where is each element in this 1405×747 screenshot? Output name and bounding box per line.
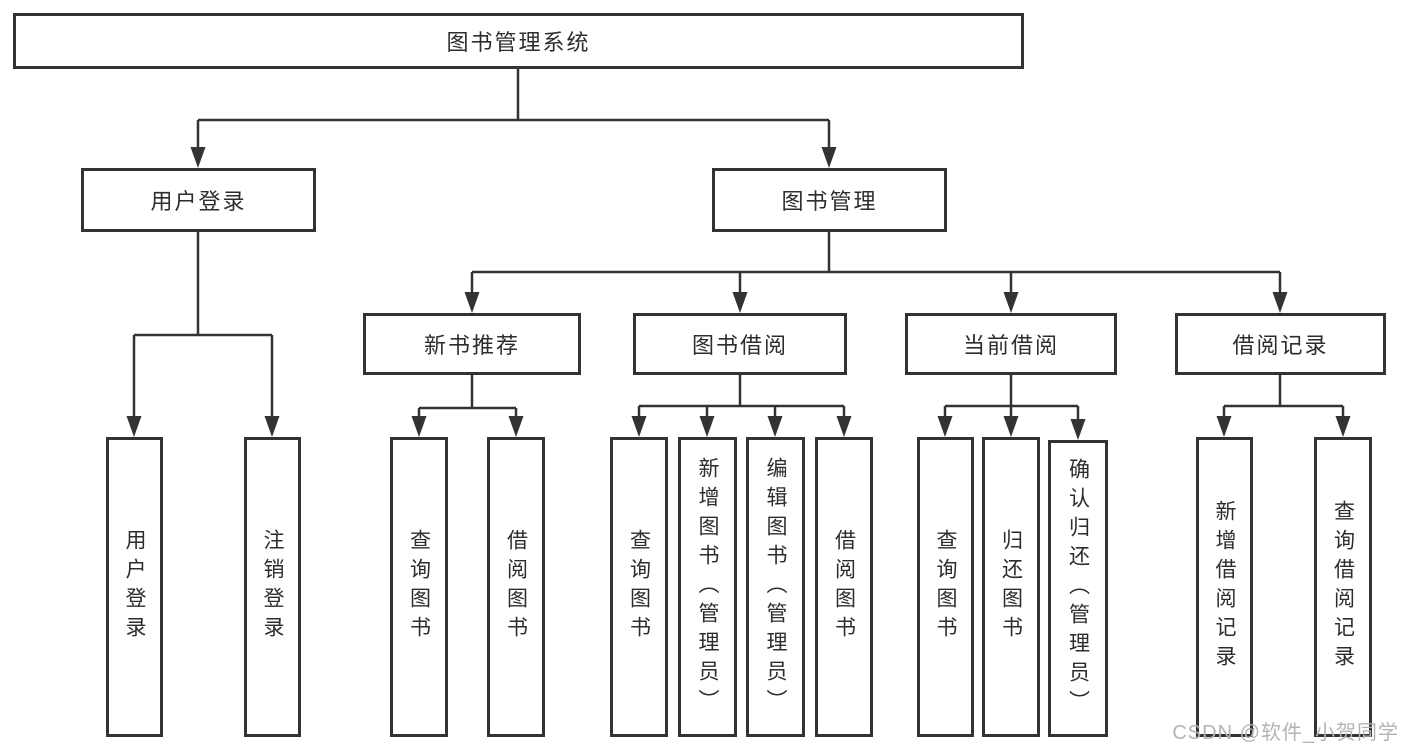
node-user-login: 用户登录 [81,168,316,232]
leaf-borrow-books-1: 借阅图书 [487,437,545,737]
leaf-logout: 注销登录 [244,437,301,737]
leaf-add-borrow-record-label: 新增借阅记录 [1213,500,1236,674]
node-root-label: 图书管理系统 [446,30,591,55]
leaf-query-borrow-record: 查询借阅记录 [1314,437,1372,737]
node-book-management: 图书管理 [712,168,947,232]
node-root: 图书管理系统 [13,13,1024,69]
leaf-query-books-3-label: 查询图书 [934,529,957,645]
leaf-query-books-2: 查询图书 [610,437,668,737]
leaf-return-books-label: 归还图书 [999,529,1023,645]
node-new-book-recommend: 新书推荐 [363,313,581,375]
leaf-confirm-return-admin: 确认归还（管理员） [1048,440,1108,737]
leaf-edit-books-admin-label: 编辑图书（管理员） [764,456,787,718]
leaf-query-books-1-label: 查询图书 [407,529,431,645]
leaf-query-borrow-record-label: 查询借阅记录 [1331,500,1355,674]
node-book-management-label: 图书管理 [781,189,878,214]
leaf-return-books: 归还图书 [982,437,1040,737]
leaf-add-borrow-record: 新增借阅记录 [1196,437,1253,737]
node-new-book-recommend-label: 新书推荐 [423,333,520,358]
node-book-borrowing: 图书借阅 [633,313,847,375]
leaf-borrow-books-2: 借阅图书 [815,437,873,737]
leaf-borrow-books-1-label: 借阅图书 [504,529,528,645]
leaf-borrow-books-2-label: 借阅图书 [832,529,856,645]
leaf-user-login-label: 用户登录 [123,529,146,645]
node-borrow-records-label: 借阅记录 [1232,333,1329,358]
leaf-query-books-2-label: 查询图书 [627,529,651,645]
node-current-borrowing: 当前借阅 [905,313,1117,375]
csdn-watermark: CSDN @软件_小贺同学 [1172,722,1399,744]
leaf-logout-label: 注销登录 [261,529,284,645]
node-borrow-records: 借阅记录 [1175,313,1386,375]
leaf-query-books-1: 查询图书 [390,437,448,737]
node-user-login-label: 用户登录 [150,189,247,214]
leaf-add-books-admin-label: 新增图书（管理员） [696,456,719,718]
leaf-user-login: 用户登录 [106,437,163,737]
node-book-borrowing-label: 图书借阅 [691,333,788,358]
leaf-query-books-3: 查询图书 [917,437,974,737]
leaf-confirm-return-admin-label: 确认归还（管理员） [1066,458,1090,719]
leaf-add-books-admin: 新增图书（管理员） [678,437,737,737]
node-current-borrowing-label: 当前借阅 [962,333,1059,358]
leaf-edit-books-admin: 编辑图书（管理员） [746,437,805,737]
